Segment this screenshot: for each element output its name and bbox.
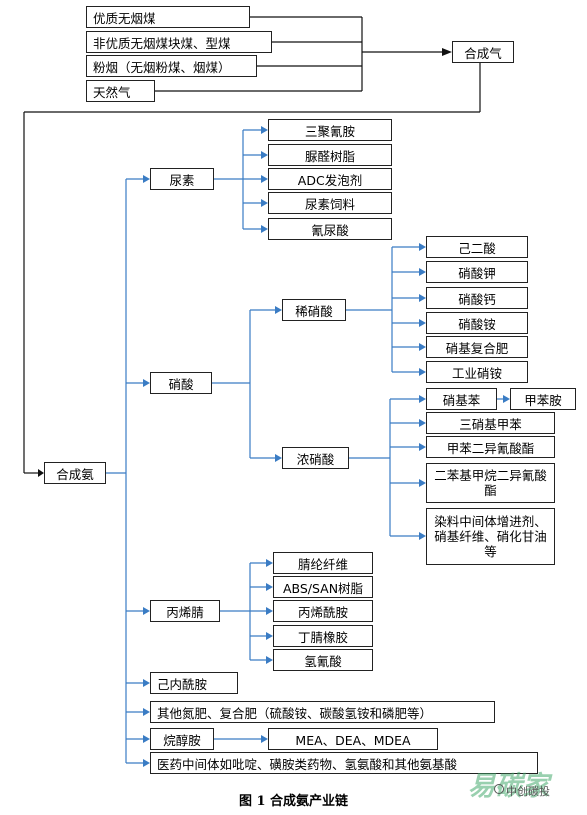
dilute-nitric-node: 稀硝酸 — [282, 299, 346, 321]
caprolactam-label: 己内酰胺 — [157, 676, 208, 692]
product-label: 硝基苯 — [442, 392, 481, 408]
product-label: MEA、DEA、MDEA — [295, 732, 411, 748]
syngas-node: 合成气 — [452, 41, 514, 63]
acrylonitrile-label: 丙烯腈 — [166, 604, 204, 620]
alkanolamine-product: MEA、DEA、MDEA — [268, 728, 438, 750]
alkanolamine-node: 烷醇胺 — [150, 728, 214, 750]
product-label: 染料中间体增进剂、硝基纤维、硝化甘油等 — [434, 514, 547, 559]
aniline-node: 甲苯胺 — [510, 388, 576, 410]
product-label: 二苯基甲烷二异氰酸酯 — [434, 468, 547, 498]
acrylonitrile-product: ABS/SAN树脂 — [273, 576, 373, 598]
product-label: 三硝基甲苯 — [459, 416, 522, 432]
urea-node: 尿素 — [150, 168, 214, 190]
pharma-label: 医药中间体如吡啶、磺胺类药物、氢氨酸和其他氨基酸 — [157, 756, 458, 772]
caprolactam-node: 己内酰胺 — [150, 672, 238, 694]
product-label: 甲苯二异氰酸酯 — [446, 440, 535, 456]
acrylonitrile-product: 丙烯酰胺 — [273, 600, 373, 622]
source-powder-coal: 粉烟（无烟粉煤、烟煤） — [86, 55, 257, 77]
concentrated-product: 染料中间体增进剂、硝基纤维、硝化甘油等 — [426, 508, 555, 565]
acrylonitrile-product: 丁腈橡胶 — [273, 625, 373, 647]
concentrated-product: 二苯基甲烷二异氰酸酯 — [426, 463, 555, 503]
ammonia-node: 合成氨 — [44, 462, 106, 484]
source-label: 非优质无烟煤块煤、型煤 — [93, 35, 231, 51]
product-label: 尿素饲料 — [304, 196, 355, 212]
urea-product: ADC发泡剂 — [268, 168, 392, 190]
concentrated-nitric-node: 浓硝酸 — [282, 447, 349, 469]
dilute-product: 硝酸钾 — [426, 261, 528, 283]
urea-product: 脲醛树脂 — [268, 144, 392, 166]
product-label: 己二酸 — [458, 240, 496, 256]
source-anthracite-lump: 非优质无烟煤块煤、型煤 — [86, 31, 272, 53]
product-label: 丙烯酰胺 — [297, 604, 348, 620]
watermark-logo-icon — [494, 784, 504, 794]
concentrated-product: 甲苯二异氰酸酯 — [426, 436, 555, 458]
watermark-source: 中创碳投 — [506, 785, 550, 798]
nitric-acid-node: 硝酸 — [150, 372, 212, 394]
acrylonitrile-node: 丙烯腈 — [150, 600, 220, 622]
product-label: 氰尿酸 — [311, 222, 349, 238]
product-label: 硝酸铵 — [458, 316, 496, 332]
urea-product: 氰尿酸 — [268, 218, 392, 240]
dilute-product: 己二酸 — [426, 236, 528, 258]
source-label: 粉烟（无烟粉煤、烟煤） — [93, 59, 231, 75]
dilute-product: 硝酸铵 — [426, 312, 528, 334]
product-label: 氢氰酸 — [304, 653, 342, 669]
source-natural-gas: 天然气 — [86, 80, 155, 102]
watermark: 易碳家 — [468, 771, 549, 802]
alkanolamine-label: 烷醇胺 — [163, 732, 201, 748]
dilute-nitric-label: 稀硝酸 — [295, 303, 333, 319]
urea-label: 尿素 — [169, 172, 195, 188]
figure-caption: 图 1 合成氨产业链 — [238, 794, 349, 809]
product-label: ADC发泡剂 — [297, 172, 363, 188]
product-label: 工业硝铵 — [451, 365, 502, 381]
dilute-product: 工业硝铵 — [426, 361, 528, 383]
dilute-product: 硝基复合肥 — [426, 336, 528, 358]
acrylonitrile-product: 氢氰酸 — [273, 649, 373, 671]
source-label: 优质无烟煤 — [93, 10, 156, 26]
concentrated-product: 三硝基甲苯 — [426, 412, 555, 434]
product-label: 脲醛树脂 — [304, 148, 355, 164]
source-label: 天然气 — [93, 84, 131, 100]
product-label: 硝酸钾 — [458, 265, 496, 281]
dilute-product: 硝酸钙 — [426, 287, 528, 309]
urea-product: 尿素饲料 — [268, 192, 392, 214]
product-label: 甲苯胺 — [524, 392, 562, 408]
ammonia-label: 合成氨 — [56, 466, 94, 482]
syngas-label: 合成气 — [464, 45, 502, 61]
urea-product: 三聚氰胺 — [268, 119, 392, 141]
product-label: ABS/SAN树脂 — [282, 580, 364, 596]
product-label: 三聚氰胺 — [304, 123, 355, 139]
other-fertilizers-node: 其他氮肥、复合肥（硫酸铵、碳酸氢铵和磷肥等） — [150, 701, 495, 723]
product-label: 腈纶纤维 — [297, 556, 348, 572]
nitrobenzene-node: 硝基苯 — [426, 388, 497, 410]
product-label: 丁腈橡胶 — [297, 629, 348, 645]
product-label: 硝酸钙 — [458, 291, 496, 307]
source-anthracite-premium: 优质无烟煤 — [86, 6, 250, 28]
nitric-acid-label: 硝酸 — [168, 376, 194, 392]
concentrated-nitric-label: 浓硝酸 — [296, 451, 335, 467]
pharma-node: 医药中间体如吡啶、磺胺类药物、氢氨酸和其他氨基酸 — [150, 752, 538, 774]
other-fertilizers-label: 其他氮肥、复合肥（硫酸铵、碳酸氢铵和磷肥等） — [157, 705, 433, 721]
product-label: 硝基复合肥 — [445, 340, 509, 356]
acrylonitrile-product: 腈纶纤维 — [273, 552, 373, 574]
